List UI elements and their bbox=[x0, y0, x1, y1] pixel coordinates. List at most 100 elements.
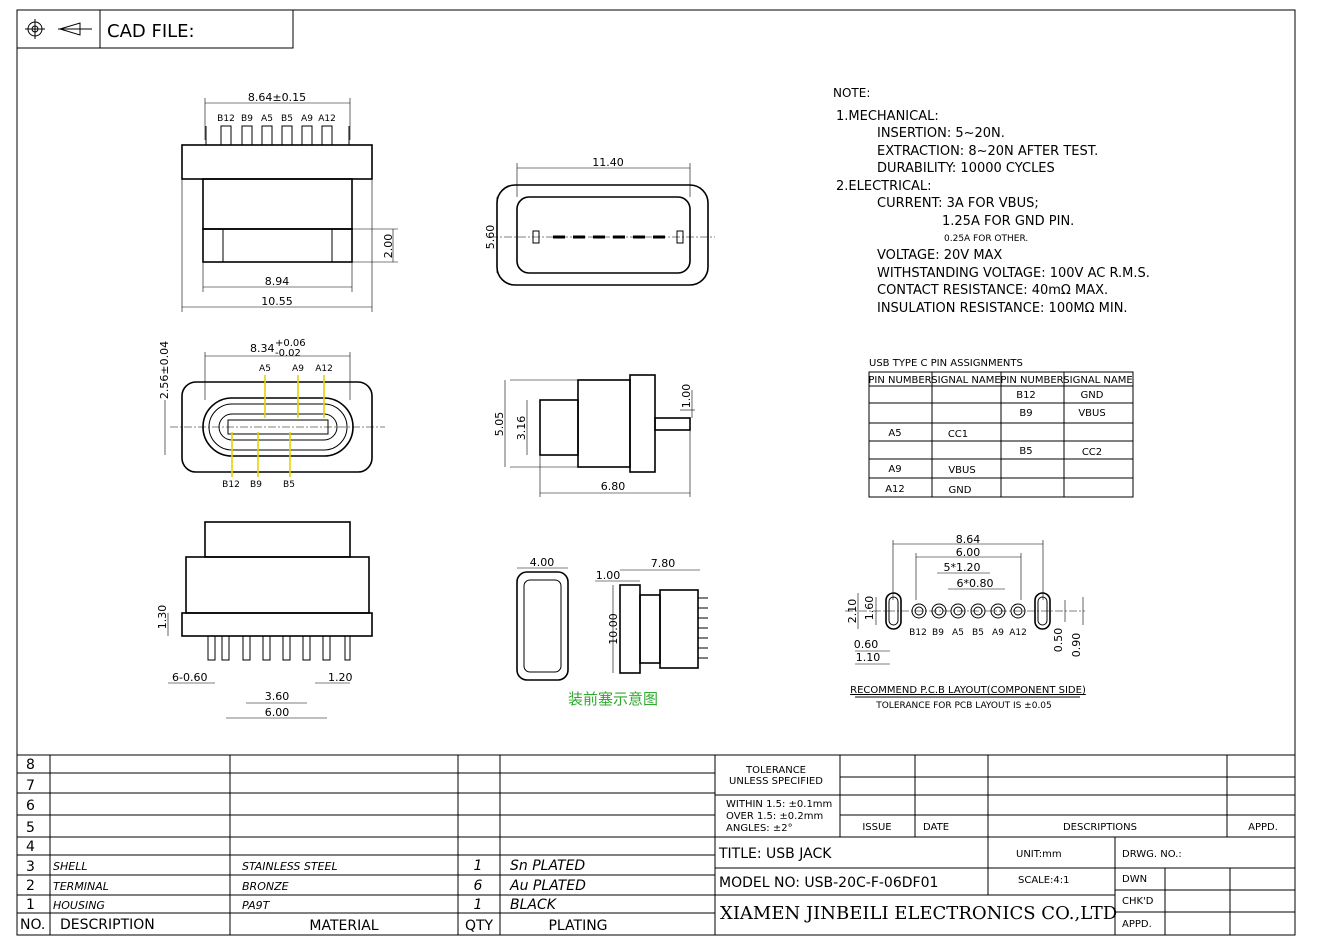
notes-title: NOTE: bbox=[833, 86, 870, 100]
drawing-number-label: DRWG. NO.: bbox=[1122, 849, 1182, 860]
unit-label: UNIT:mm bbox=[1016, 849, 1062, 860]
bom-desc: HOUSING bbox=[53, 899, 105, 912]
dim-w1: 0.60 bbox=[854, 638, 879, 651]
bom-row-number: 6 bbox=[26, 798, 35, 814]
dim-s2: 0.90 bbox=[1070, 633, 1083, 658]
pcb-layout: 8.64 6.00 5*1.20 6*0.80 2.10 1.60 0.60 1… bbox=[845, 533, 1086, 711]
dim-h3: 1.00 bbox=[680, 384, 693, 409]
pin-label: A12 bbox=[318, 114, 336, 124]
pcb-tolerance: TOLERANCE FOR PCB LAYOUT IS ±0.05 bbox=[875, 701, 1052, 711]
pin-label: B5 bbox=[281, 114, 293, 124]
pin-table-cell: VBUS bbox=[948, 465, 975, 476]
bom-desc: TERMINAL bbox=[53, 880, 109, 893]
bom-header-material: MATERIAL bbox=[309, 918, 378, 934]
note-line: VOLTAGE: 20V MAX bbox=[877, 248, 1002, 263]
appd-header: APPD. bbox=[1248, 822, 1278, 833]
tolerance-angles: ANGLES: ±2° bbox=[726, 823, 793, 834]
drawing-title: TITLE: USB JACK bbox=[718, 846, 832, 862]
dim-tol-minus: -0.02 bbox=[275, 348, 301, 359]
dim-tol-plus: +0.06 bbox=[275, 338, 306, 349]
bom-header-qty: QTY bbox=[465, 918, 494, 934]
dim-h2: 3.16 bbox=[515, 416, 528, 441]
pin-table-cell: VBUS bbox=[1078, 408, 1105, 419]
pin-table-header: SIGNAL NAME bbox=[1063, 375, 1132, 386]
dust-plug-views: 4.00 7.80 1.00 10.00 装前塞示意图 bbox=[516, 556, 708, 708]
bom-desc: SHELL bbox=[53, 860, 87, 873]
tolerance-label: UNLESS SPECIFIED bbox=[729, 776, 823, 787]
dim-height: 10.00 bbox=[607, 613, 620, 645]
bom-row-number: 7 bbox=[26, 778, 35, 794]
top-view: 8.64±0.15 B12 B9 A5 B5 A9 A12 2.00 8.94 … bbox=[181, 91, 398, 312]
bottom-view: 1.30 6-0.60 1.20 3.60 6.00 bbox=[156, 521, 373, 719]
dim-height: 1.30 bbox=[156, 605, 169, 630]
dim-s1: 0.50 bbox=[1052, 628, 1065, 653]
dim-inner-width: 8.94 bbox=[265, 275, 290, 288]
end-view: 11.40 5.60 bbox=[484, 156, 715, 286]
bom-item-no: 2 bbox=[26, 878, 35, 894]
pin-label: B9 bbox=[250, 480, 262, 490]
projection-symbol-icon bbox=[58, 22, 92, 36]
pin-table-cell: CC2 bbox=[1082, 447, 1102, 458]
note-line: 1.MECHANICAL: bbox=[836, 109, 939, 124]
pin-label: A9 bbox=[992, 628, 1004, 638]
pin-table-cell: CC1 bbox=[948, 429, 968, 440]
pin-table-cell: B9 bbox=[1019, 408, 1032, 419]
note-line: INSERTION: 5~20N. bbox=[877, 126, 1005, 141]
date-header: DATE bbox=[923, 822, 949, 833]
pin-label: A9 bbox=[292, 364, 304, 374]
dim-span1: 3.60 bbox=[265, 690, 290, 703]
pin-table-cell: B5 bbox=[1019, 446, 1032, 457]
pin-assignment-table: USB TYPE C PIN ASSIGNMENTS PIN NUMBER SI… bbox=[868, 358, 1134, 498]
tolerance-within: WITHIN 1.5: ±0.1mm bbox=[726, 799, 832, 810]
pin-table-cell: A12 bbox=[885, 484, 905, 495]
header-box: CAD FILE: bbox=[16, 9, 294, 49]
crosshair-target-icon bbox=[25, 19, 45, 39]
dim-width: 4.00 bbox=[530, 556, 555, 569]
dim-length: 6.80 bbox=[601, 480, 626, 493]
pin-table-cell: GND bbox=[1081, 390, 1104, 401]
pin-table-cell: A5 bbox=[888, 428, 901, 439]
descriptions-header: DESCRIPTIONS bbox=[1063, 822, 1137, 833]
pin-table-header: PIN NUMBER bbox=[868, 375, 931, 386]
dim-h2: 1.60 bbox=[863, 596, 876, 621]
pin-label: B9 bbox=[932, 628, 944, 638]
scale-label: SCALE:4:1 bbox=[1018, 875, 1070, 886]
bom-item-no: 1 bbox=[26, 897, 35, 913]
dim-width: 8.34 bbox=[250, 342, 275, 355]
dim-pitch: 1.20 bbox=[328, 671, 353, 684]
pin-label: A5 bbox=[261, 114, 273, 124]
pin-table-cell: A9 bbox=[888, 464, 901, 475]
note-line: CONTACT RESISTANCE: 40mΩ MAX. bbox=[877, 283, 1108, 298]
bill-of-materials: 8 7 6 5 4 3 2 1 SHELL TERMINAL HOUSING S… bbox=[17, 754, 1295, 935]
note-line: 2.ELECTRICAL: bbox=[836, 179, 932, 194]
bom-plating: BLACK bbox=[510, 897, 558, 913]
pin-label: A12 bbox=[315, 364, 333, 374]
pin-label: A5 bbox=[259, 364, 271, 374]
drawn-by-label: DWN bbox=[1122, 874, 1147, 885]
pin-table-header: SIGNAL NAME bbox=[931, 375, 1000, 386]
dim-height: 5.60 bbox=[484, 225, 497, 250]
dim-width: 11.40 bbox=[592, 156, 624, 169]
bom-qty: 6 bbox=[474, 878, 483, 894]
bom-header-no: NO. bbox=[20, 917, 45, 933]
bom-material: BRONZE bbox=[242, 880, 289, 893]
dim-d1: 8.64 bbox=[956, 533, 981, 546]
model-number: MODEL NO: USB-20C-F-06DF01 bbox=[719, 875, 938, 891]
dim-span2: 6.00 bbox=[265, 706, 290, 719]
bom-material: PA9T bbox=[242, 899, 271, 912]
dim-d2: 6.00 bbox=[956, 546, 981, 559]
pin-label: B5 bbox=[972, 628, 984, 638]
pin-table-header: PIN NUMBER bbox=[1000, 375, 1063, 386]
notes: NOTE: 1.MECHANICAL: INSERTION: 5~20N. EX… bbox=[833, 86, 1150, 316]
note-line: WITHSTANDING VOLTAGE: 100V AC R.M.S. bbox=[877, 266, 1150, 281]
note-line: CURRENT: 3A FOR VBUS; bbox=[877, 196, 1039, 211]
dim-w2: 1.10 bbox=[856, 651, 881, 664]
pin-table-cell: GND bbox=[949, 485, 972, 496]
note-line: 1.25A FOR GND PIN. bbox=[942, 214, 1074, 229]
dim-d4: 6*0.80 bbox=[957, 577, 994, 590]
pin-label: B12 bbox=[222, 480, 240, 490]
dim-pin-width: 6-0.60 bbox=[172, 671, 207, 684]
pin-label: B12 bbox=[909, 628, 927, 638]
dim-h1: 2.10 bbox=[846, 599, 859, 624]
